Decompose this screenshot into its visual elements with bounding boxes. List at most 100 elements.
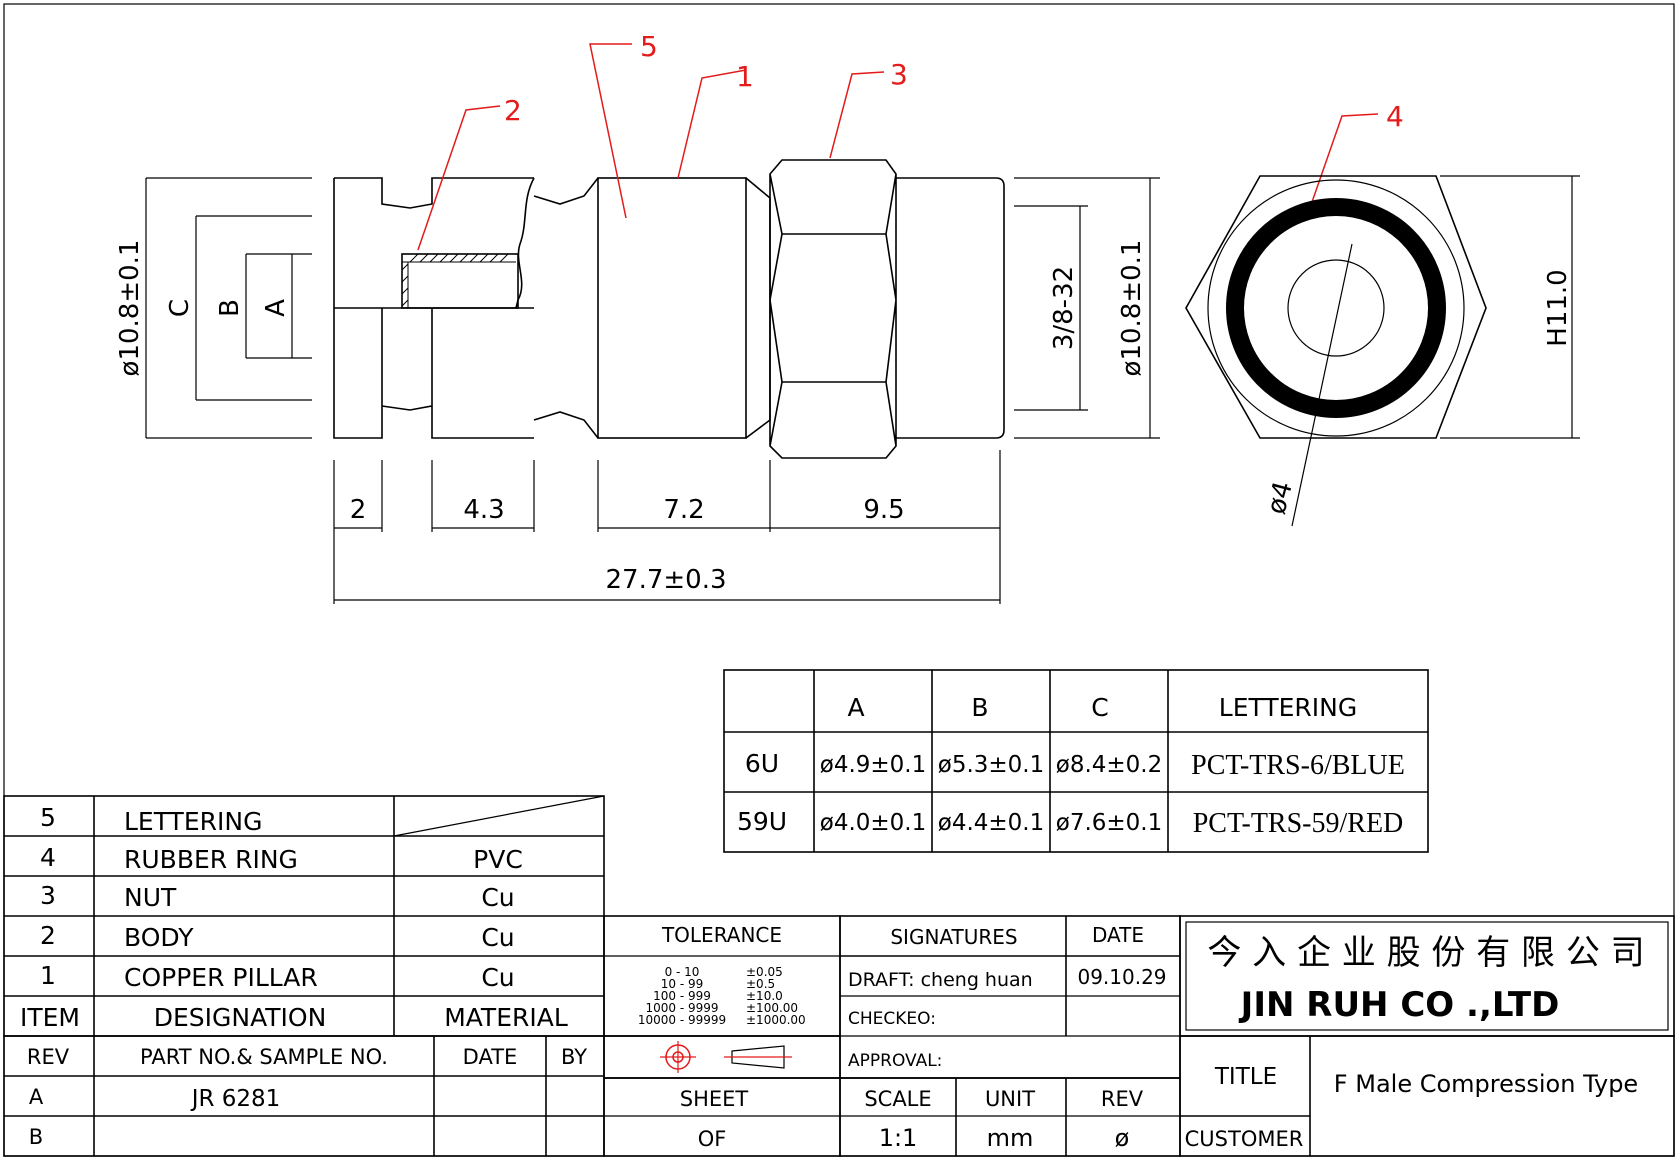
rev-header-rev: REV	[27, 1045, 70, 1069]
bom-mat-3: Cu	[481, 883, 514, 912]
date-title: DATE	[1092, 923, 1144, 947]
front-view: ø4 H11.0	[1185, 175, 1580, 527]
title-block: TITLE F Male Compression Type CUSTOMER	[1179, 1035, 1675, 1157]
tol-value-2: ±10.0	[746, 989, 783, 1003]
copper-pillar-tube	[401, 253, 519, 309]
checked-line: CHECKEO:	[848, 1009, 936, 1029]
dim-b: B	[215, 299, 245, 317]
tolerance-block: TOLERANCE 0 - 10 10 - 99 100 - 999 1000 …	[603, 915, 841, 1157]
outer-circle	[1207, 179, 1465, 437]
body-neck	[533, 177, 599, 439]
unit-label: UNIT	[985, 1087, 1035, 1111]
right-dim-lines	[1014, 177, 1160, 439]
approval-line: APPROVAL:	[848, 1051, 942, 1071]
size-row-59u-lettering: PCT-TRS-59/RED	[1193, 808, 1404, 839]
callout-2: 2	[504, 94, 522, 127]
dim-diameter-right: ø10.8±0.1	[1117, 240, 1147, 377]
dim-h: H11.0	[1543, 269, 1573, 346]
bom-item-2: 2	[40, 921, 56, 950]
nut-outline	[769, 159, 897, 459]
size-row-6u-lettering: PCT-TRS-6/BLUE	[1191, 750, 1405, 781]
size-row-59u-label: 59U	[737, 807, 787, 836]
bom-item-1: 1	[40, 961, 56, 990]
break-line	[515, 177, 535, 309]
dim-diameter-left: ø10.8±0.1	[115, 240, 145, 377]
side-view: ø10.8±0.1 C B A 3/8-32 ø10.8±0.1	[115, 30, 1404, 604]
dim-seg-4: 9.5	[863, 495, 904, 525]
size-row-6u-b: ø5.3±0.1	[938, 752, 1045, 778]
callout-4: 4	[1386, 100, 1404, 133]
size-row-59u-b: ø4.4±0.1	[938, 810, 1045, 836]
rev-table: REV PART NO.& SAMPLE NO. DATE BY A JR 62…	[3, 1035, 605, 1157]
bom-desc-4: RUBBER RING	[124, 845, 298, 874]
bom-item-3: 3	[40, 881, 56, 910]
rev-value: ø	[1115, 1124, 1130, 1152]
body-chamfer	[745, 177, 771, 439]
tol-value-0: ±0.05	[746, 965, 783, 979]
size-row-6u-label: 6U	[745, 749, 779, 778]
draft-line: DRAFT: cheng huan	[848, 969, 1033, 991]
dim-total: 27.7±0.3	[605, 565, 726, 595]
callout-1: 1	[736, 60, 754, 93]
rev-row-b: B	[29, 1125, 43, 1149]
dim-thread: 3/8-32	[1049, 266, 1079, 350]
inner-hole	[1287, 259, 1385, 357]
signatures-title: SIGNATURES	[890, 925, 1017, 949]
bom-header-item: ITEM	[20, 1003, 80, 1032]
tol-range-3: 1000 - 9999	[645, 1001, 718, 1015]
dim-a: A	[261, 299, 291, 317]
size-row-6u-a: ø4.9±0.1	[820, 752, 927, 778]
dim-phi4: ø4	[1262, 478, 1299, 517]
title-label: TITLE	[1214, 1064, 1277, 1090]
tol-range-0: 0 - 10	[665, 965, 700, 979]
rear-body-outline	[896, 177, 1005, 439]
rev-header-date: DATE	[463, 1045, 518, 1069]
rubber-ring	[1226, 198, 1446, 418]
signatures-block: SIGNATURES DATE DRAFT: cheng huan 09.10.…	[839, 915, 1181, 1157]
tol-value-3: ±100.00	[746, 1001, 798, 1015]
size-header-c: C	[1091, 693, 1108, 722]
projection-symbol-icon	[660, 1041, 792, 1073]
unit-value: mm	[987, 1124, 1034, 1152]
dim-seg-1: 2	[350, 495, 367, 525]
size-header-lettering: LETTERING	[1219, 693, 1357, 722]
tol-range-1: 10 - 99	[661, 977, 704, 991]
size-table: A B C LETTERING 6U ø4.9±0.1 ø5.3±0.1 ø8.…	[723, 669, 1429, 853]
size-row-59u-a: ø4.0±0.1	[820, 810, 927, 836]
tol-range-4: 10000 - 99999	[638, 1013, 726, 1027]
of-label: OF	[698, 1127, 727, 1151]
customer-label: CUSTOMER	[1185, 1127, 1304, 1151]
size-header-a: A	[847, 693, 864, 722]
bom-mat-1: Cu	[481, 963, 514, 992]
callout-leaders	[417, 43, 1379, 251]
company-block: 今 入 企 业 股 份 有 限 公 司 JIN RUH CO .,LTD	[1179, 915, 1675, 1037]
rev-row-a-part: JR 6281	[190, 1086, 281, 1112]
tol-range-2: 100 - 999	[653, 989, 711, 1003]
dim-c: C	[165, 299, 195, 317]
phi4-leader	[1291, 243, 1353, 527]
bom-desc-1: COPPER PILLAR	[124, 963, 318, 992]
tube-hatch	[401, 253, 516, 308]
sheet-label: SHEET	[680, 1087, 749, 1111]
tolerance-title: TOLERANCE	[661, 923, 782, 947]
size-row-59u-c: ø7.6±0.1	[1056, 810, 1163, 836]
rev-header-by: BY	[561, 1045, 587, 1069]
bom-desc-2: BODY	[124, 923, 194, 952]
dim-seg-2: 4.3	[463, 495, 504, 525]
bom-mat-2: Cu	[481, 923, 514, 952]
bom-item-4: 4	[40, 843, 56, 872]
hex-outline	[1185, 175, 1487, 439]
bottom-dim-lines	[333, 450, 1001, 604]
rev-label: REV	[1101, 1087, 1144, 1111]
body-block	[597, 177, 747, 439]
h-dim-lines	[1440, 175, 1580, 439]
bom-table: 5 LETTERING 4 RUBBER RING PVC 3 NUT Cu 2…	[3, 795, 605, 1037]
callout-3: 3	[890, 58, 908, 91]
title-value: F Male Compression Type	[1334, 1070, 1638, 1098]
scale-label: SCALE	[864, 1087, 931, 1111]
bom-desc-3: NUT	[124, 883, 177, 912]
company-english: JIN RUH CO .,LTD	[1239, 985, 1560, 1025]
draft-date: 09.10.29	[1077, 965, 1166, 989]
left-dim-lines	[145, 177, 312, 439]
bom-item-5: 5	[40, 803, 56, 832]
